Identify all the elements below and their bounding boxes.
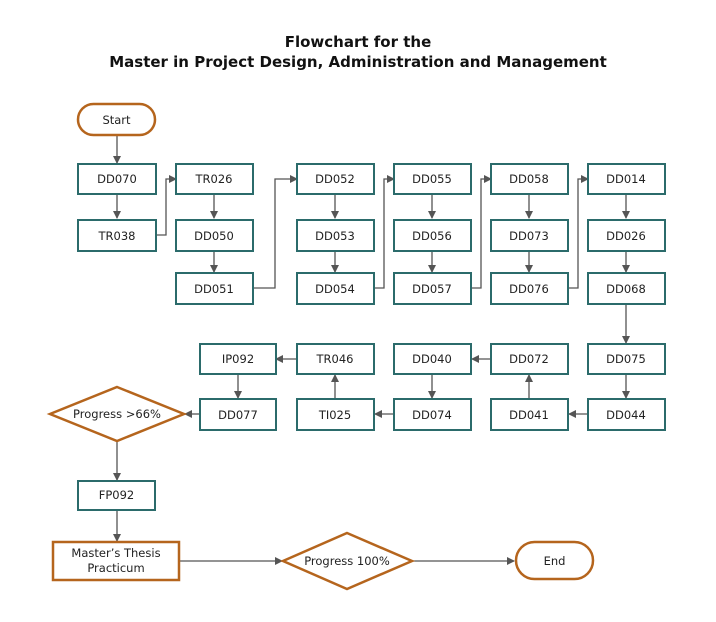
node-end: End (514, 540, 595, 581)
node-dd054: DD054 (315, 282, 355, 296)
node-dd074: DD074 (412, 408, 452, 422)
node-dd073: DD073 (509, 229, 549, 243)
node-progress100-label: Progress 100% (304, 554, 390, 568)
chart-title-line2: Master in Project Design, Administration… (109, 53, 607, 71)
node-dd057: DD057 (412, 282, 452, 296)
node-thesis-label-line2: Practicum (87, 561, 144, 575)
node-start: Start (76, 102, 157, 137)
node-dd041: DD041 (509, 408, 549, 422)
node-dd040: DD040 (412, 352, 452, 366)
arrow-dd054-dd055 (374, 175, 395, 289)
node-dd077: DD077 (218, 408, 258, 422)
node-progress66-diamond (46, 385, 188, 443)
node-dd058: DD058 (509, 172, 549, 186)
arrow-dd076-dd014 (568, 175, 589, 289)
node-thesis-label-line1: Master’s Thesis (71, 546, 160, 560)
node-tr038: TR038 (98, 229, 136, 243)
node-dd072: DD072 (509, 352, 549, 366)
node-ti025: TI025 (318, 408, 351, 422)
node-progress66-label: Progress >66% (73, 407, 161, 421)
node-tr026: TR026 (195, 172, 233, 186)
node-dd070: DD070 (97, 172, 137, 186)
node-dd076: DD076 (509, 282, 549, 296)
node-ip092: IP092 (222, 352, 254, 366)
node-tr046: TR046 (316, 352, 354, 366)
node-end-label: End (544, 554, 566, 568)
node-dd068: DD068 (606, 282, 646, 296)
arrow-dd057-dd058 (471, 175, 492, 289)
node-start-label: Start (102, 113, 131, 127)
arrow-dd051-dd052 (253, 175, 298, 289)
arrow-tr038-tr026 (156, 175, 177, 236)
node-dd026: DD026 (606, 229, 646, 243)
node-dd056: DD056 (412, 229, 452, 243)
node-dd075: DD075 (606, 352, 646, 366)
node-dd044: DD044 (606, 408, 646, 422)
node-progress100-diamond (279, 531, 416, 591)
node-dd055: DD055 (412, 172, 452, 186)
node-thesis-box (51, 540, 181, 582)
connectors (113, 135, 630, 565)
node-dd051: DD051 (194, 282, 234, 296)
node-dd052: DD052 (315, 172, 355, 186)
node-dd053: DD053 (315, 229, 355, 243)
node-dd050: DD050 (194, 229, 234, 243)
node-dd014: DD014 (606, 172, 646, 186)
chart-title-line1: Flowchart for the (284, 33, 432, 51)
node-fp092: FP092 (99, 488, 135, 502)
